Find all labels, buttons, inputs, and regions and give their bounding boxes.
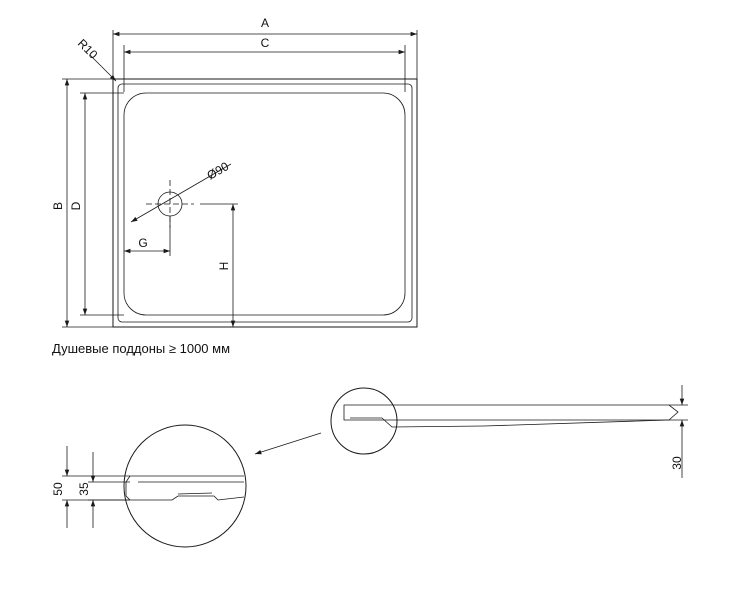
label-30: 30 <box>670 456 684 470</box>
label-c: C <box>261 36 270 50</box>
tray-basin <box>123 92 406 316</box>
dimension-c: C <box>123 36 406 92</box>
dimension-b: B <box>51 78 113 328</box>
tray-rim <box>117 83 413 323</box>
dimension-a: A <box>112 16 418 79</box>
dimension-h: H <box>200 203 238 327</box>
plan-view: A C R10 B D <box>51 16 418 328</box>
dimension-d: D <box>69 92 124 316</box>
drain: Ø90 <box>130 159 232 228</box>
radius-r10: R10 <box>75 36 117 82</box>
side-profile: 30 <box>254 385 688 478</box>
detail-marker-circle <box>330 387 398 455</box>
label-g: G <box>138 236 147 250</box>
label-a: A <box>261 16 269 30</box>
label-d: D <box>69 201 83 210</box>
detail-circle <box>123 424 247 548</box>
label-50: 50 <box>51 482 65 496</box>
profile-edge <box>343 404 679 421</box>
tray-outer-outline <box>112 78 418 328</box>
label-35: 35 <box>77 482 91 496</box>
detail-view: 50 35 <box>51 424 247 548</box>
detail-arrow <box>254 432 322 455</box>
dimension-g: G <box>124 216 171 256</box>
label-h: H <box>217 262 231 271</box>
label-b: B <box>51 202 65 210</box>
caption-text: Душевые поддоны ≥ 1000 мм <box>52 341 231 356</box>
label-r10: R10 <box>75 36 101 62</box>
label-drain-diameter: Ø90 <box>205 159 232 183</box>
